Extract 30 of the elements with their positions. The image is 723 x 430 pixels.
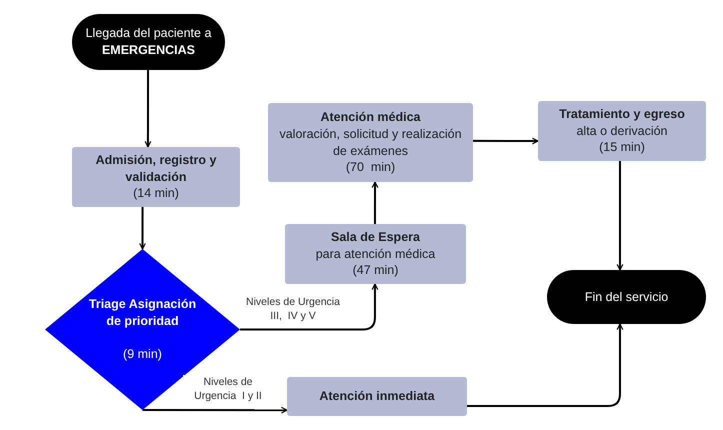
process-box — [538, 101, 706, 161]
node-heading: Admisión, registro y validación — [94, 152, 218, 186]
arrow — [142, 406, 288, 414]
process-box — [268, 103, 473, 182]
node-heading: Sala de Espera — [331, 228, 420, 246]
arrow — [240, 283, 378, 330]
node-text: Fin del servicio — [584, 288, 668, 306]
arrow — [616, 161, 624, 271]
node-text: Atención inmediata — [319, 388, 435, 405]
node-text: valoración, solicitud y realización de exámenes — [278, 126, 463, 160]
node-heading: Atención médica — [320, 108, 421, 126]
arrow — [372, 181, 378, 224]
process-box — [72, 147, 240, 207]
arrow — [467, 323, 624, 408]
node-text: Llegada del paciente a EMERGENCIAS — [84, 25, 212, 59]
node-text: (70 min) — [346, 159, 396, 176]
arrow — [144, 70, 152, 148]
terminal-pill — [547, 270, 706, 324]
arrow — [473, 138, 539, 144]
node-heading: Tratamiento y egreso — [559, 106, 685, 123]
node-text: (9 min) — [123, 346, 162, 363]
node-text: (14 min) — [133, 185, 179, 202]
node-text: para atención médica — [316, 246, 436, 262]
node-heading: Triage Asignación de prioridad — [88, 296, 198, 330]
node-text: alta o derivación — [576, 122, 668, 140]
process-box — [285, 224, 466, 284]
process-box — [287, 377, 467, 416]
node-text: (15 min) — [599, 139, 645, 156]
node-text: (47 min) — [352, 262, 398, 280]
arrow — [139, 207, 146, 250]
